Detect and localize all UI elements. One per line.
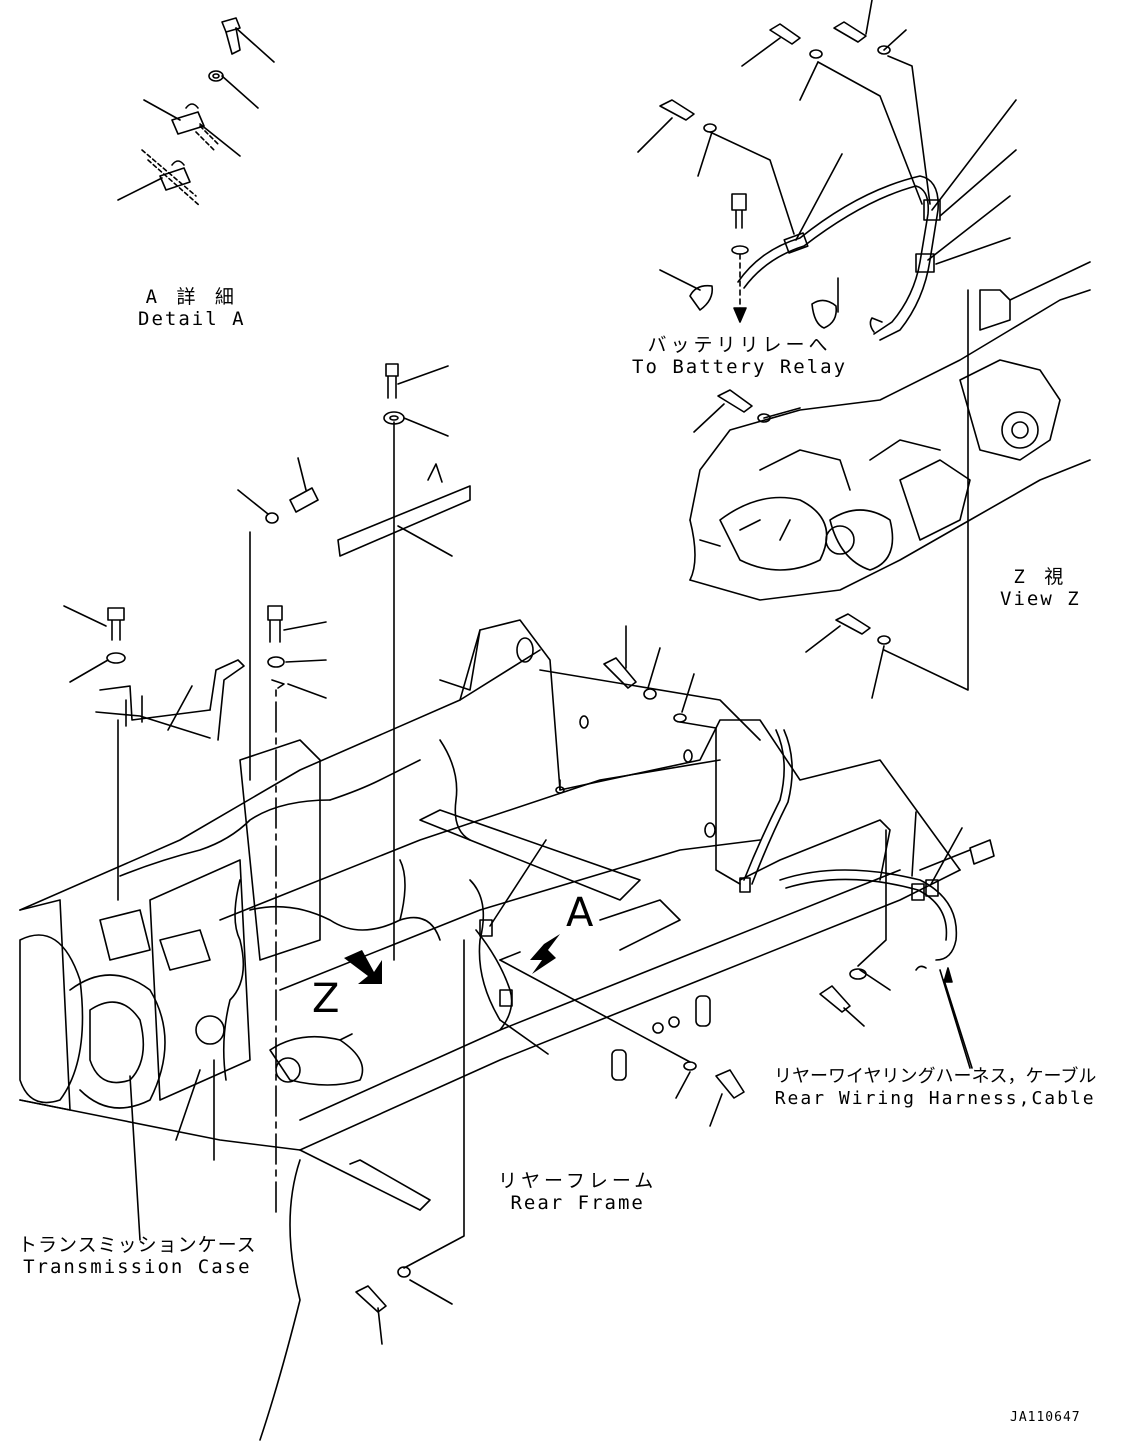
figure-id: JA110647 <box>1010 1410 1081 1425</box>
battery-relay-label-jp: バッテリリレーへ <box>647 334 832 356</box>
rear-frame-label-jp: リヤーフレーム <box>498 1170 658 1192</box>
view-arrows <box>344 934 560 984</box>
transmission-case-label-en: Transmission Case <box>23 1256 252 1278</box>
rear-wiring-label-jp: リヤーワイヤリングハーネス，ケーブル <box>774 1066 1097 1087</box>
view-letter-z: Z <box>312 976 340 1022</box>
bracket-parts-drawing <box>63 363 471 1217</box>
detail-a-label-jp: A 詳 細 <box>145 286 238 308</box>
transmission-case-label-jp: トランスミッションケース <box>18 1234 257 1256</box>
rear-frame-label-en: Rear Frame <box>510 1192 645 1214</box>
battery-relay-drawing <box>637 0 1017 341</box>
rear-frame-drawing <box>19 619 995 1441</box>
rear-frame-label: リヤーフレーム Rear Frame <box>498 1170 657 1214</box>
view-z-label-jp: Z 視 <box>1013 566 1068 588</box>
detail-a-label: A 詳 細 Detail A <box>138 286 246 330</box>
detail-a-drawing <box>117 17 275 207</box>
view-z-label-en: View Z <box>1000 588 1081 610</box>
view-z-label: Z 視 View Z <box>1000 566 1081 610</box>
battery-relay-label-en: To Battery Relay <box>632 356 848 378</box>
rear-wiring-label: リヤーワイヤリングハーネス，ケーブル Rear Wiring Harness,C… <box>774 1066 1096 1110</box>
battery-relay-label: バッテリリレーへ To Battery Relay <box>632 334 847 378</box>
rear-wiring-label-en: Rear Wiring Harness,Cable <box>774 1088 1096 1109</box>
detail-a-label-en: Detail A <box>138 308 246 330</box>
view-letter-a: A <box>566 890 594 936</box>
view-z-drawing <box>689 261 1091 699</box>
transmission-case-label: トランスミッションケース Transmission Case <box>18 1234 257 1278</box>
